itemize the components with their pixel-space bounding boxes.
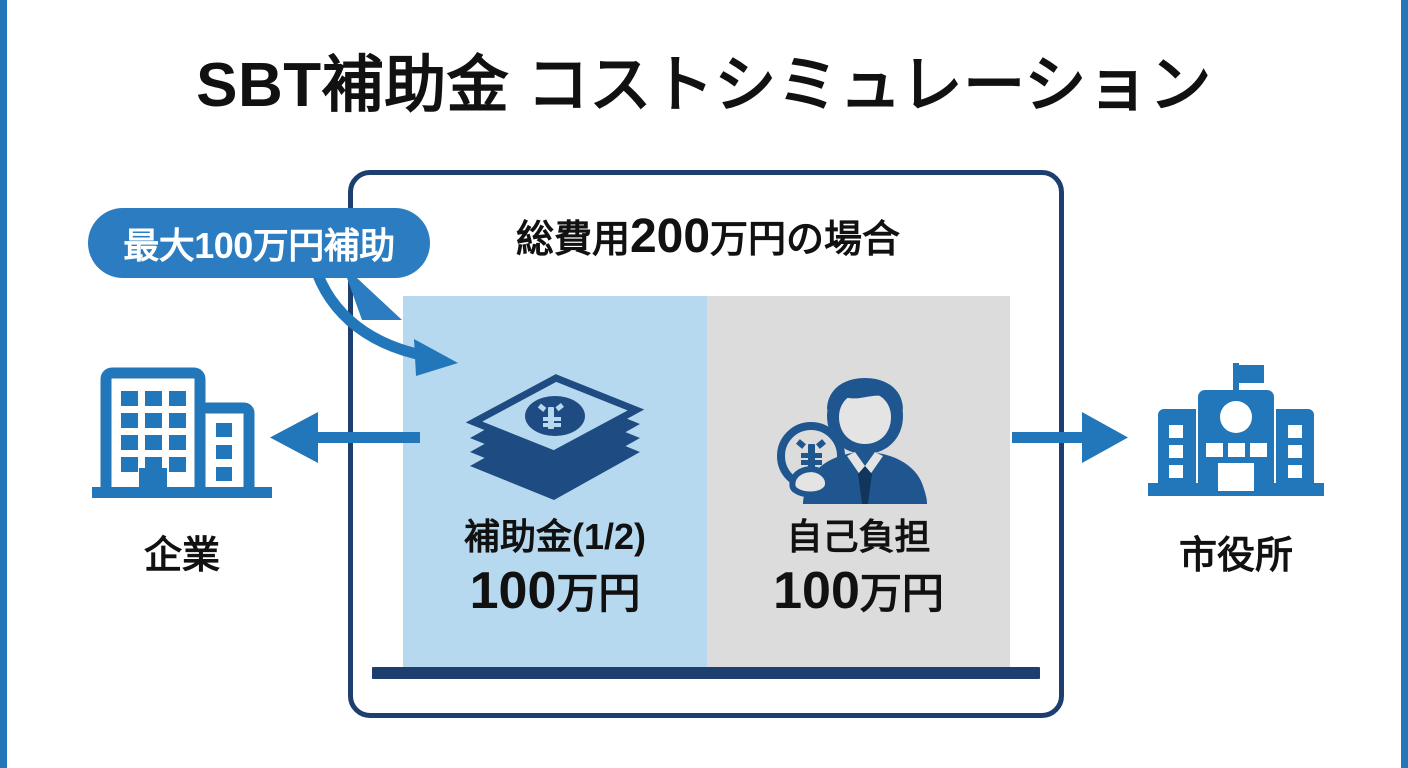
bar-segment-selfpay-amount-unit: 万円 [859,569,944,617]
entity-company: 企業 [72,355,292,579]
bar-segment-subsidy-text: 補助金(1/2) 100万円 [403,516,707,619]
businessman-yen-coin-icon [707,374,1010,504]
entity-company-label: 企業 [143,535,220,577]
bar-segment-subsidy: 補助金(1/2) 100万円 [403,296,707,668]
bar-segment-selfpay-text: 自己負担 100万円 [707,516,1010,619]
speech-bubble-tail-icon [340,262,420,347]
arrow-left-icon [268,405,420,476]
frame-heading-amount: 200 [629,210,711,263]
entity-cityhall-label: 市役所 [1178,535,1293,577]
money-stack-yen-icon [403,374,707,504]
bar-segment-subsidy-amount: 100万円 [403,563,707,619]
bar-segment-selfpay-caption: 自己負担 [786,516,931,557]
right-edge-stripe [1401,0,1408,768]
entity-cityhall: 市役所 [1126,355,1346,579]
cost-stacked-bar: 補助金(1/2) 100万円 [403,296,1010,668]
frame-underline-bar [372,667,1040,679]
frame-heading-suffix: 万円の場合 [710,219,901,261]
bar-segment-selfpay-amount: 100万円 [707,563,1010,619]
callout-bubble[interactable]: 最大100万円補助 [88,208,430,278]
bar-segment-selfpay: 自己負担 100万円 [707,296,1010,668]
page-title: SBT補助金 コストシミュレーション [196,51,1212,120]
city-hall-icon [1126,355,1346,510]
frame-heading-prefix: 総費用 [515,219,630,261]
arrow-right-icon [1012,405,1130,476]
simulation-frame [348,170,1064,718]
frame-heading: 総費用200万円の場合 [403,208,1013,264]
left-edge-stripe [0,0,7,768]
bar-segment-subsidy-amount-number: 100 [469,561,557,620]
office-building-icon [72,355,292,510]
callout-bubble-label: 最大100万円補助 [123,225,395,266]
bar-segment-selfpay-amount-number: 100 [773,561,860,620]
bar-segment-subsidy-amount-unit: 万円 [556,569,641,617]
bar-segment-subsidy-caption: 補助金(1/2) [463,516,647,557]
